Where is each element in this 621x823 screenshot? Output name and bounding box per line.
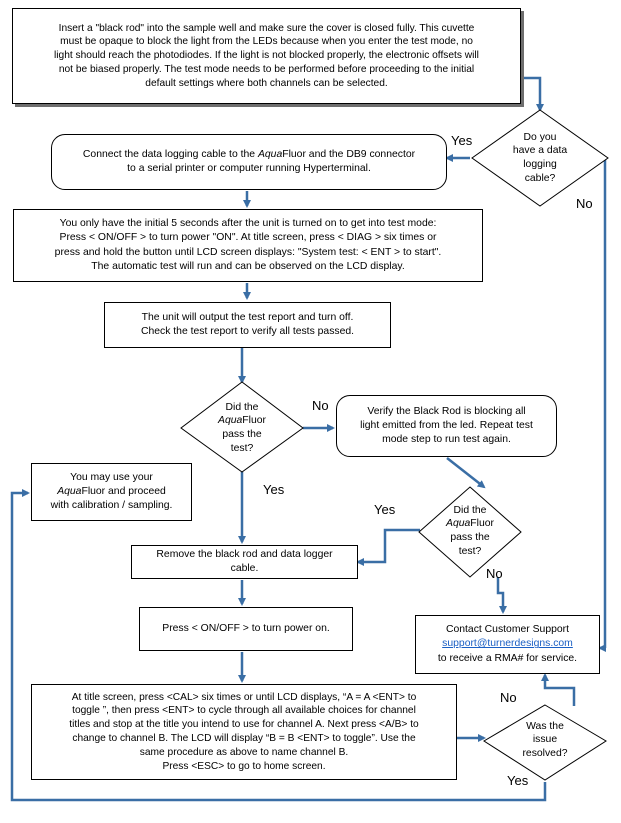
box-may-use: You may use your AquaFluor and proceed w… — [31, 463, 192, 521]
box-channel-titles: At title screen, press <CAL> six times o… — [31, 684, 457, 780]
resolved-line-2: issue — [532, 734, 558, 746]
pass2-line-1: Did the — [453, 504, 487, 516]
pass1-brand-rest: Fluor — [242, 415, 266, 427]
connect-cable-line-2: to a serial printer or computer running … — [127, 163, 371, 174]
arrow-resolved-no — [541, 673, 576, 706]
channel-titles-line-6: Press <ESC> to go to home screen. — [162, 760, 326, 772]
insert-rod-line-4: not be biased properly. The test mode ne… — [58, 63, 475, 75]
channel-titles-line-3: titles and stop at the title you intend … — [69, 719, 419, 731]
box-test-mode: You only have the initial 5 seconds afte… — [13, 209, 483, 282]
insert-rod-line-5: default settings where both channels can… — [145, 77, 388, 89]
test-mode-line-1: You only have the initial 5 seconds afte… — [59, 218, 437, 230]
label-yes-pass1: Yes — [263, 482, 285, 497]
decision-data-cable-line-2: have a data — [512, 145, 568, 157]
decision-resolved: Was the issue resolved? — [505, 715, 585, 765]
contact-support-title: Contact Customer Support — [445, 624, 569, 636]
diamond-pass-test-1 — [180, 381, 304, 473]
insert-rod-line-1: Insert a "black rod" into the sample wel… — [58, 22, 475, 34]
label-yes-pass2: Yes — [374, 502, 396, 517]
remove-rod-line-2: cable. — [230, 563, 259, 574]
may-use-line-1: You may use your — [70, 471, 153, 483]
decision-data-cable-line-4: cable? — [524, 172, 556, 184]
box-contact-support: Contact Customer Support support@turnerd… — [415, 615, 600, 674]
channel-titles-line-2: toggle ”, then press <ENT> to cycle thro… — [72, 705, 416, 717]
verify-rod-line-2: light emitted from the led. Repeat test — [360, 419, 533, 431]
connect-cable-line-1-text: Connect the data logging cable to the Aq… — [82, 148, 416, 160]
pass2-brand-rest: Fluor — [470, 518, 494, 530]
brand-aqua-italic: Aqua — [57, 485, 82, 497]
pass2-line-4: test? — [458, 545, 482, 557]
output-report-line-1: The unit will output the test report and… — [141, 311, 354, 323]
diamond-pass-test-2 — [418, 486, 522, 578]
insert-rod-line-2: must be opaque to block the light from t… — [60, 36, 473, 48]
label-no-resolved: No — [500, 690, 517, 705]
output-report-line-2: Check the test report to verify all test… — [140, 326, 355, 337]
brand-aqua-italic: Aqua — [257, 148, 283, 160]
test-mode-line-2: Press < ON/OFF > to turn power "ON". At … — [59, 232, 437, 244]
resolved-line-1: Was the — [526, 720, 564, 732]
resolved-line-3: resolved? — [522, 747, 568, 759]
box-connect-cable: Connect the data logging cable to the Aq… — [51, 134, 447, 190]
label-yes-resolved: Yes — [507, 773, 529, 788]
pass1-line-1: Did the — [225, 401, 259, 413]
decision-data-cable-line-1: Do you — [523, 131, 557, 143]
connect-cable-line-1: Connect the data logging cable to the Aq… — [83, 148, 415, 162]
may-use-line-2: AquaFluor and proceed — [57, 485, 166, 497]
arrow-verify-to-pass2 — [446, 457, 486, 489]
verify-rod-line-1: Verify the Black Rod is blocking all — [367, 405, 526, 417]
remove-rod-line-1: Remove the black rod and data logger — [156, 548, 333, 560]
pass1-line-4: test? — [230, 442, 254, 454]
channel-titles-line-1: At title screen, press <CAL> six times o… — [71, 691, 417, 703]
label-no-pass2: No — [486, 566, 503, 581]
label-no-cable: No — [576, 196, 593, 211]
pass1-line-2: AquaFluor — [218, 414, 266, 428]
support-email-link[interactable]: support@turnerdesigns.com — [442, 638, 573, 650]
box-output-report: The unit will output the test report and… — [104, 302, 391, 348]
decision-pass-test-1: Did the AquaFluor pass the test? — [196, 400, 288, 456]
box-insert-rod: Insert a "black rod" into the sample wel… — [12, 8, 521, 104]
decision-data-cable: Do you have a data logging cable? — [492, 130, 588, 186]
box-verify-rod: Verify the Black Rod is blocking all lig… — [336, 395, 557, 457]
verify-rod-line-3: mode step to run test again. — [382, 434, 511, 446]
arrow-rod-to-cable-decision — [521, 76, 544, 112]
power-on-line-1: Press < ON/OFF > to turn power on. — [162, 622, 330, 634]
channel-titles-line-4: change to channel B. The LCD will displa… — [72, 733, 416, 744]
box-remove-rod: Remove the black rod and data logger cab… — [131, 545, 358, 579]
insert-rod-line-3: light should reach the photodiodes. If t… — [54, 50, 479, 62]
diamond-resolved — [483, 704, 607, 781]
arrow-pass2-yes — [356, 528, 420, 566]
pass2-line-3: pass the — [450, 532, 490, 543]
box-power-on: Press < ON/OFF > to turn power on. — [139, 607, 353, 651]
label-no-pass1: No — [312, 398, 329, 413]
pass1-line-3: pass the — [222, 429, 262, 440]
pass2-line-2: AquaFluor — [446, 517, 494, 531]
arrow-pass2-no — [496, 577, 507, 614]
contact-support-tail: to receive a RMA# for service. — [437, 652, 578, 664]
arrow-resolved-yes — [10, 489, 547, 802]
decision-pass-test-2: Did the AquaFluor pass the test? — [425, 503, 515, 559]
channel-titles-line-5: same procedure as above to name channel … — [139, 746, 349, 758]
pass2-brand-italic: Aqua — [446, 518, 471, 530]
test-mode-line-3: press and hold the button until LCD scre… — [54, 246, 442, 258]
decision-data-cable-line-3: logging — [523, 159, 557, 170]
pass1-brand-italic: Aqua — [218, 415, 243, 427]
test-mode-line-4: The automatic test will run and can be o… — [91, 260, 405, 272]
diamond-data-cable — [471, 109, 609, 207]
label-yes-cable: Yes — [451, 133, 473, 148]
may-use-line-3: with calibration / sampling. — [50, 500, 173, 512]
